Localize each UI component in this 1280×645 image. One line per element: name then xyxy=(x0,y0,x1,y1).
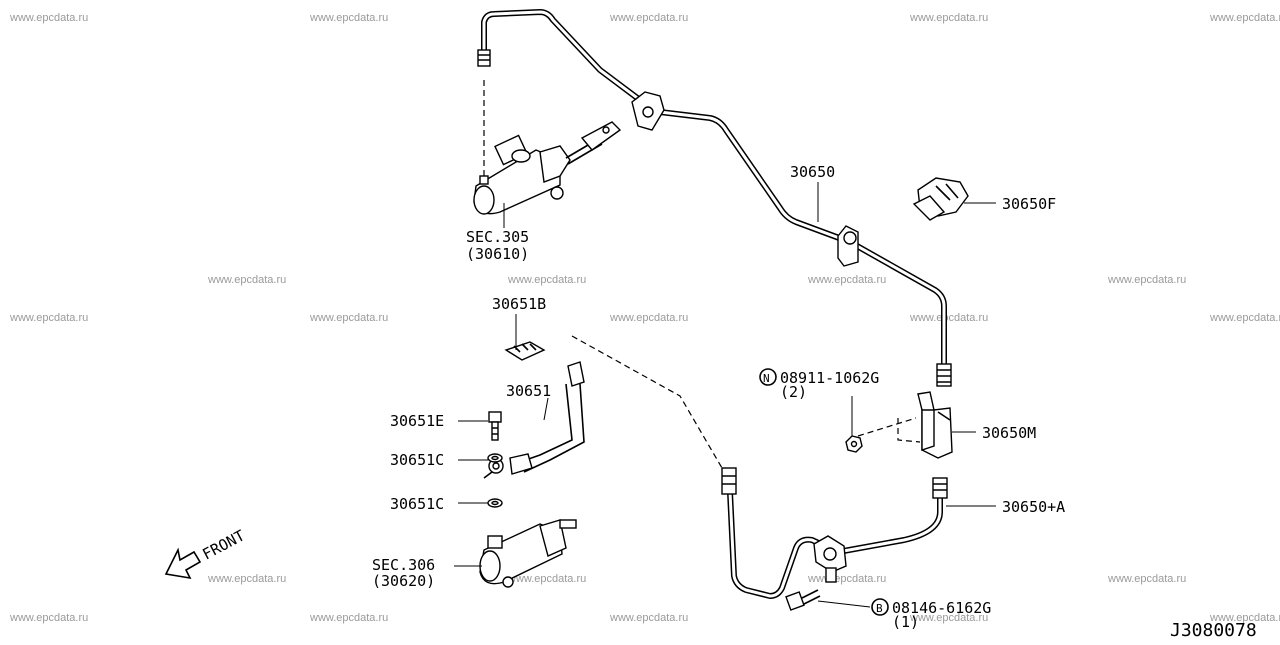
watermark: www.epcdata.ru xyxy=(1209,12,1280,24)
label-08146-qty: (1) xyxy=(892,613,919,631)
watermark: www.epcdata.ru xyxy=(1209,312,1280,324)
label-30651c-lower: 30651C xyxy=(390,495,444,513)
tube-clip-upper xyxy=(631,91,665,131)
watermark: www.epcdata.ru xyxy=(1209,612,1280,624)
label-n-symbol: N xyxy=(763,372,770,385)
label-sec305: SEC.305 xyxy=(466,228,529,246)
watermark: www.epcdata.ru xyxy=(1107,573,1186,585)
clip-30650f[interactable] xyxy=(912,177,969,221)
watermark: www.epcdata.ru xyxy=(609,312,688,324)
label-sec306-ref: (30620) xyxy=(372,572,435,590)
front-arrow-icon xyxy=(164,547,202,580)
watermarks: www.epcdata.ru www.epcdata.ru www.epcdat… xyxy=(9,12,1280,624)
label-sec305-ref: (30610) xyxy=(466,245,529,263)
clutch-operating-cylinder[interactable] xyxy=(479,519,577,588)
watermark: www.epcdata.ru xyxy=(9,312,88,324)
b-symbol-icon xyxy=(871,598,889,616)
diagram-id: J3080078 xyxy=(1170,620,1257,640)
label-30651b: 30651B xyxy=(492,295,546,313)
label-30651c-upper: 30651C xyxy=(390,451,444,469)
clutch-tube-30650a[interactable] xyxy=(721,467,948,599)
label-sec306: SEC.306 xyxy=(372,556,435,574)
clutch-hose-30651[interactable] xyxy=(483,361,585,479)
watermark: www.epcdata.ru xyxy=(807,274,886,286)
label-30651: 30651 xyxy=(506,382,551,400)
watermark: www.epcdata.ru xyxy=(207,274,286,286)
tube-clip-middle xyxy=(837,225,859,267)
watermark: www.epcdata.ru xyxy=(507,573,586,585)
label-b-symbol: B xyxy=(876,602,883,615)
nut-08911[interactable] xyxy=(845,435,863,453)
front-indicator: FRONT xyxy=(164,526,248,580)
tube-clip-lower xyxy=(813,535,847,583)
watermark: www.epcdata.ru xyxy=(807,573,886,585)
connection-dashed-line xyxy=(571,335,723,469)
watermark: www.epcdata.ru xyxy=(309,612,388,624)
callout-labels: SEC.305 (30610) 30650 30650F 30651B 3065… xyxy=(372,163,1257,641)
label-30650f: 30650F xyxy=(1002,195,1056,213)
leader-lines xyxy=(454,182,996,608)
flare-nut-icon xyxy=(477,49,491,67)
watermark: www.epcdata.ru xyxy=(909,312,988,324)
watermark: www.epcdata.ru xyxy=(909,12,988,24)
watermark: www.epcdata.ru xyxy=(309,12,388,24)
n-symbol-icon xyxy=(759,368,777,386)
watermark: www.epcdata.ru xyxy=(309,312,388,324)
watermark: www.epcdata.ru xyxy=(1107,274,1186,286)
clutch-master-cylinder[interactable] xyxy=(473,80,622,215)
label-30650m: 30650M xyxy=(982,424,1036,442)
bracket-30650m[interactable] xyxy=(857,391,953,459)
label-30650: 30650 xyxy=(790,163,835,181)
label-08911-qty: (2) xyxy=(780,383,807,401)
watermark: www.epcdata.ru xyxy=(9,612,88,624)
watermark: www.epcdata.ru xyxy=(507,274,586,286)
front-label: FRONT xyxy=(199,526,247,563)
label-08146: 08146-6162G xyxy=(892,599,991,617)
label-30650a: 30650+A xyxy=(1002,498,1065,516)
watermark: www.epcdata.ru xyxy=(207,573,286,585)
bracket-30651b[interactable] xyxy=(504,341,546,361)
watermark: www.epcdata.ru xyxy=(909,612,988,624)
label-30651e: 30651E xyxy=(390,412,444,430)
watermark: www.epcdata.ru xyxy=(9,12,88,24)
bolt-30651e[interactable] xyxy=(488,411,502,441)
watermark: www.epcdata.ru xyxy=(609,612,688,624)
label-08911: 08911-1062G xyxy=(780,369,879,387)
bolt-08146[interactable] xyxy=(785,589,821,611)
watermark: www.epcdata.ru xyxy=(609,12,688,24)
clutch-tube-30650[interactable] xyxy=(477,9,952,387)
